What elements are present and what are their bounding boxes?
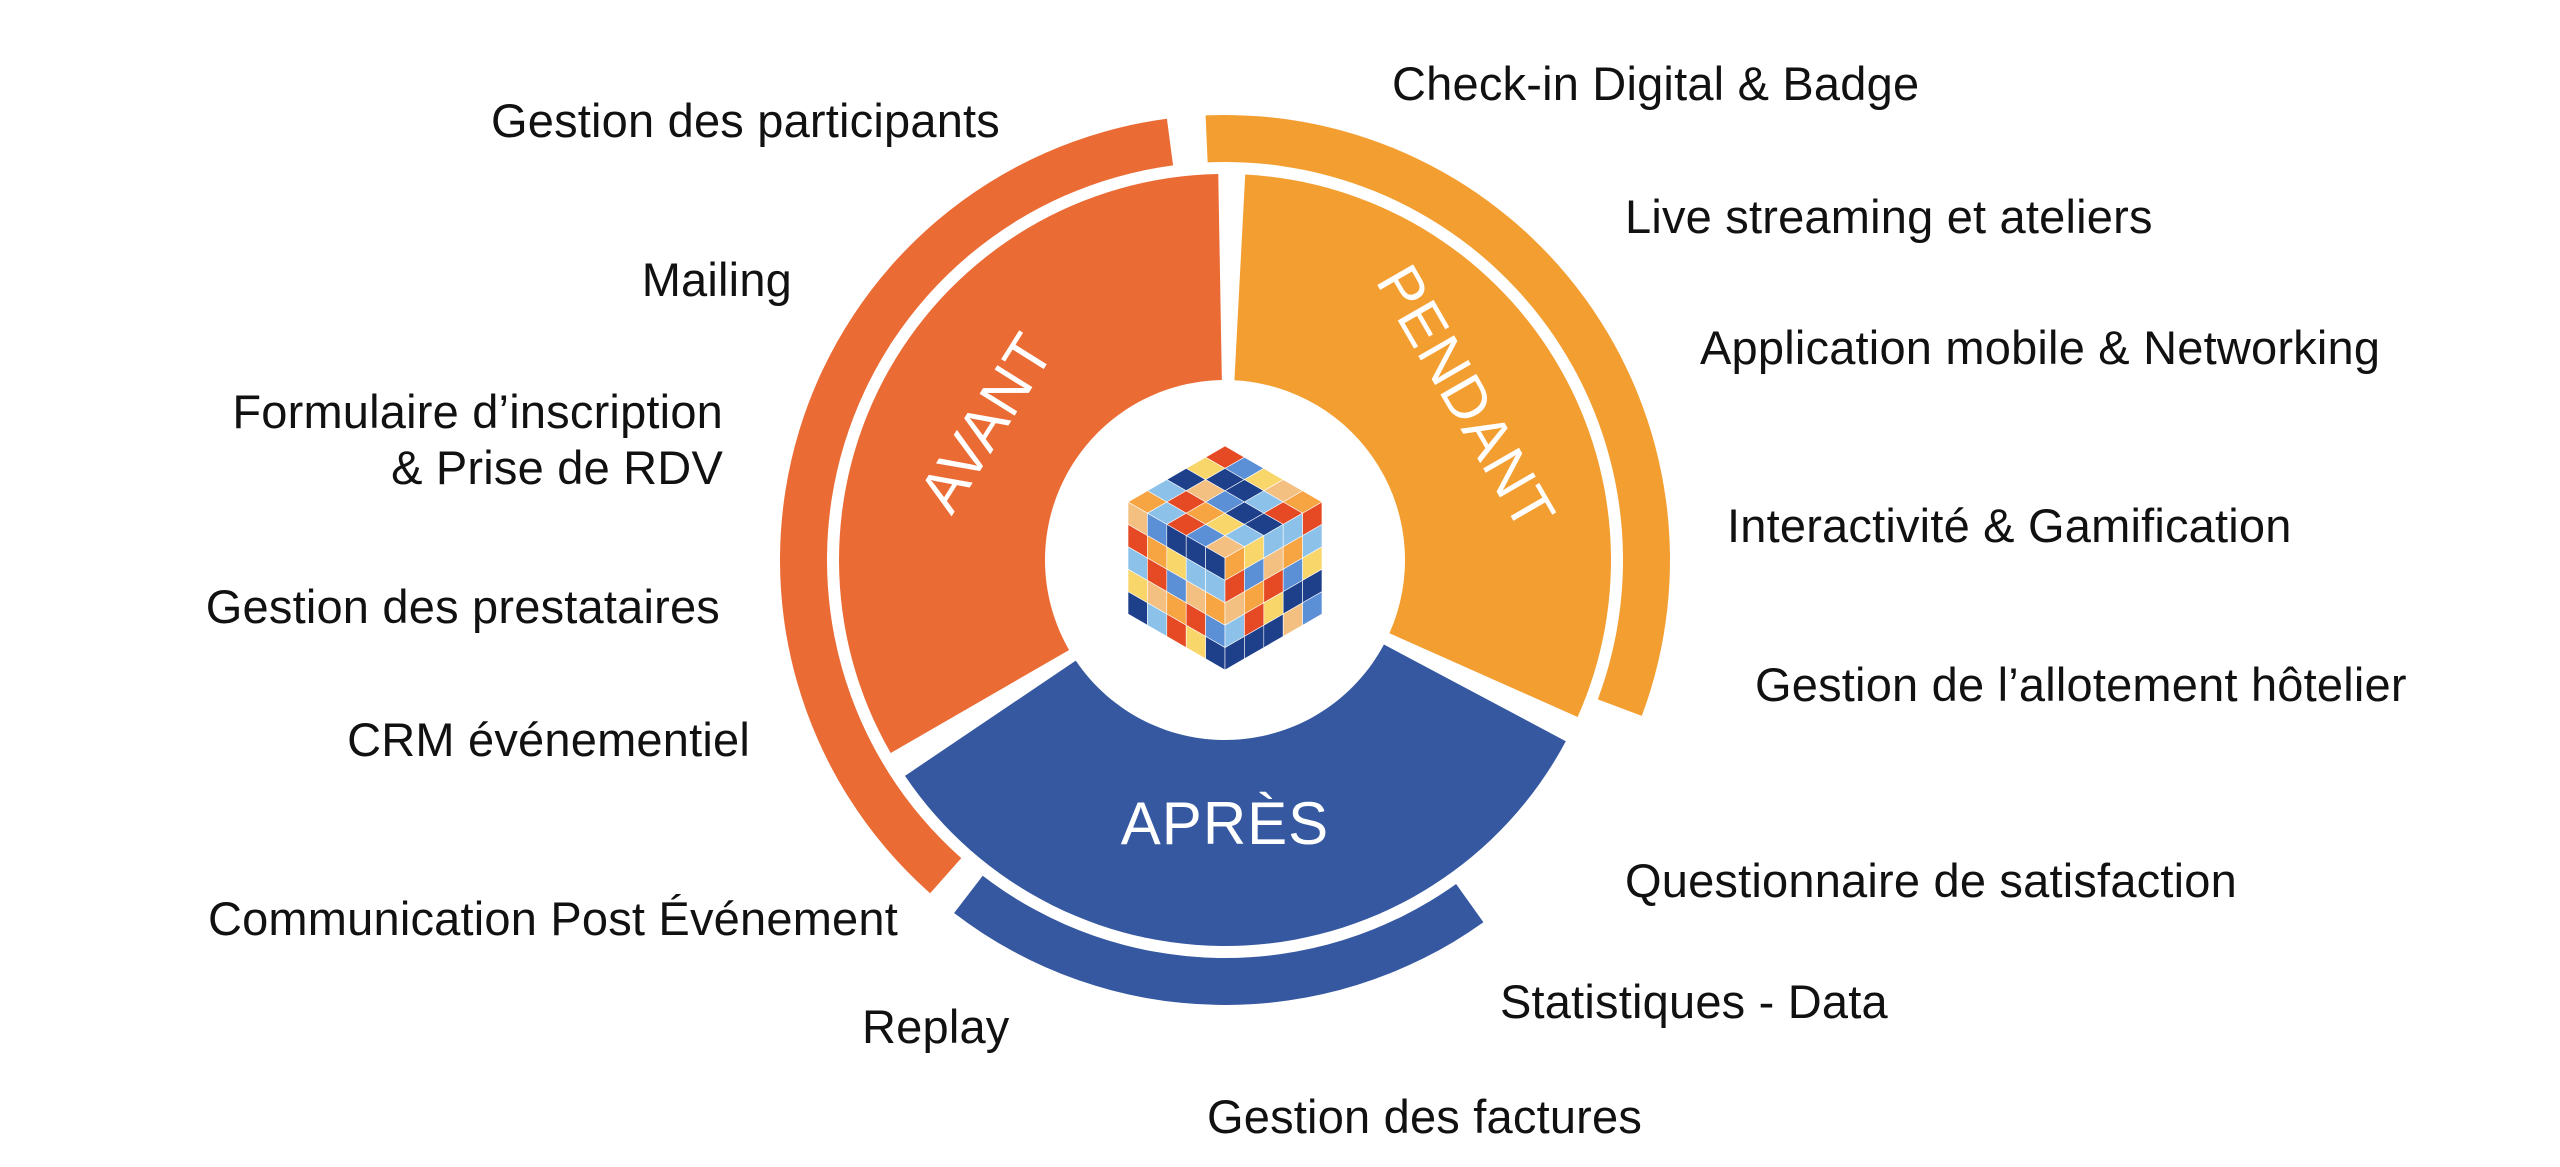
inner-wedge-apres (904, 644, 1566, 946)
inner-wedge-avant (839, 174, 1222, 754)
apres-item-statistiques: Statistiques - Data (1500, 975, 1888, 1028)
avant-item-formulaire-line1: Formulaire d’inscription (232, 385, 723, 438)
apres-item-replay: Replay (862, 1000, 1010, 1053)
pendant-item-allotement: Gestion de l’allotement hôtelier (1755, 658, 2407, 711)
pendant-item-interactivite: Interactivité & Gamification (1727, 499, 2292, 552)
outer-arc-avant (780, 118, 1174, 894)
apres-item-questionnaire: Questionnaire de satisfaction (1625, 854, 2237, 907)
cube-logo-icon (1127, 445, 1323, 671)
avant-item-formulaire-inscription: Formulaire d’inscription & Prise de RDV (232, 384, 723, 496)
outer-arc-apres (954, 875, 1484, 1005)
inner-wedge-pendant (1234, 174, 1611, 718)
avant-item-gestion-prestataires: Gestion des prestataires (205, 580, 720, 633)
apres-item-communication: Communication Post Événement (207, 892, 898, 945)
avant-item-mailing: Mailing (641, 253, 792, 306)
avant-item-crm-evenementiel: CRM événementiel (347, 713, 750, 766)
apres-item-factures: Gestion des factures (1207, 1090, 1643, 1143)
avant-item-gestion-participants: Gestion des participants (490, 94, 1000, 147)
pendant-item-application-mobile: Application mobile & Networking (1700, 321, 2381, 374)
cube-right-cell (1302, 591, 1323, 626)
phase-wheel (780, 114, 1670, 1005)
phase-label-apres: APRÈS (1121, 790, 1329, 857)
outer-arc-pendant (1205, 114, 1670, 716)
avant-item-formulaire-line2: & Prise de RDV (391, 441, 723, 494)
pendant-item-live-streaming: Live streaming et ateliers (1625, 190, 2153, 243)
pendant-item-check-in: Check-in Digital & Badge (1392, 57, 1920, 110)
